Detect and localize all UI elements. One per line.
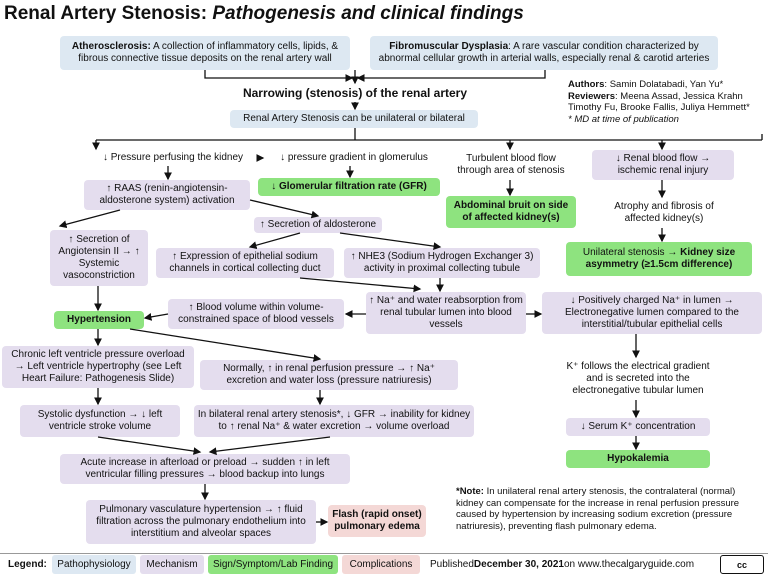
lvh-node: Chronic left ventricle pressure overload… [2,346,194,388]
footnote: *Note: In unilateral renal artery stenos… [456,486,740,532]
legend-complications: Complications [342,555,420,574]
creative-commons-badge[interactable]: cc [720,555,764,574]
legend: Legend: Pathophysiology Mechanism Sign/S… [0,553,768,576]
turbulent-flow-node: Turbulent blood flow through area of ste… [457,153,565,176]
natriuresis-node: Normally, ↑ in renal perfusion pressure … [200,360,458,390]
bilateral-stenosis-node: In bilateral renal artery stenosis*, ↓ G… [194,405,474,437]
systolic-dysfunction-node: Systolic dysfunction → ↓ left ventricle … [20,405,180,437]
narrowing-heading: Narrowing (stenosis) of the renal artery [242,86,468,100]
legend-finding: Sign/Symptom/Lab Finding [208,555,338,574]
angiotensin-node: ↑ Secretion of Angiotensin II → ↑ System… [50,230,148,286]
legend-pathophysiology: Pathophysiology [52,555,136,574]
pulmonary-hypertension-node: Pulmonary vasculature hypertension → ↑ f… [86,500,316,544]
legend-mechanism: Mechanism [140,555,204,574]
pressure-kidney-node: ↓ Pressure perfusing the kidney [102,152,244,163]
fibromuscular-dysplasia-box: Fibromuscular Dysplasia: A rare vascular… [370,36,718,70]
gfr-finding: ↓ Glomerular filtration rate (GFR) [258,178,440,196]
flow-arrows [58,70,763,526]
legend-label: Legend: [8,559,47,570]
abdominal-bruit-finding: Abdominal bruit on side of affected kidn… [446,196,576,228]
na-reabsorption-node: ↑ Na⁺ and water reabsorption from renal … [366,292,526,334]
atherosclerosis-term: Atherosclerosis: [71,41,151,52]
lumen-charge-node: ↓ Positively charged Na⁺ in lumen → Elec… [542,292,762,334]
kidney-size-asymmetry-finding: Unilateral stenosis → Kidney size asymme… [566,242,752,276]
renal-blood-flow-node: ↓ Renal blood flow → ischemic renal inju… [592,150,734,180]
fmd-text: : A rare vascular condition characterize… [378,41,710,64]
hypokalemia-finding: Hypokalemia [566,450,710,468]
arrow-atherosclerosis [204,70,354,82]
blood-volume-node: ↑ Blood volume within volume-constrained… [168,299,344,329]
credits: Authors: Samin Dolatabadi, Yan Yu* Revie… [568,79,750,125]
enac-node: ↑ Expression of epithelial sodium channe… [156,248,334,278]
aldosterone-node: ↑ Secretion of aldosterone [254,217,382,233]
atherosclerosis-text: A collection of inflammatory cells, lipi… [78,41,339,64]
raas-node: ↑ RAAS (renin-angiotensin-aldosterone sy… [84,180,250,210]
flash-edema-complication: Flash (rapid onset) pulmonary edema [328,505,426,537]
hypertension-finding: Hypertension [54,311,144,329]
atrophy-node: Atrophy and fibrosis of affected kidney(… [614,201,714,224]
unilateral-bilateral-box: Renal Artery Stenosis can be unilateral … [230,110,478,128]
pressure-gradient-node: ↓ pressure gradient in glomerulus [280,152,428,163]
atherosclerosis-box: Atherosclerosis: A collection of inflamm… [60,36,350,70]
page-title: Renal Artery Stenosis: Pathogenesis and … [4,3,524,24]
arrow-fmd [356,70,546,82]
afterload-node: Acute increase in afterload or preload →… [60,454,350,484]
potassium-secretion-node: K⁺ follows the electrical gradient and i… [566,361,710,396]
nhe3-node: ↑ NHE3 (Sodium Hydrogen Exchanger 3) act… [344,248,540,278]
serum-potassium-node: ↓ Serum K⁺ concentration [566,418,710,436]
fmd-term: Fibromuscular Dysplasia [389,41,509,52]
published-line: Published December 30, 2021 on www.theca… [430,559,695,570]
